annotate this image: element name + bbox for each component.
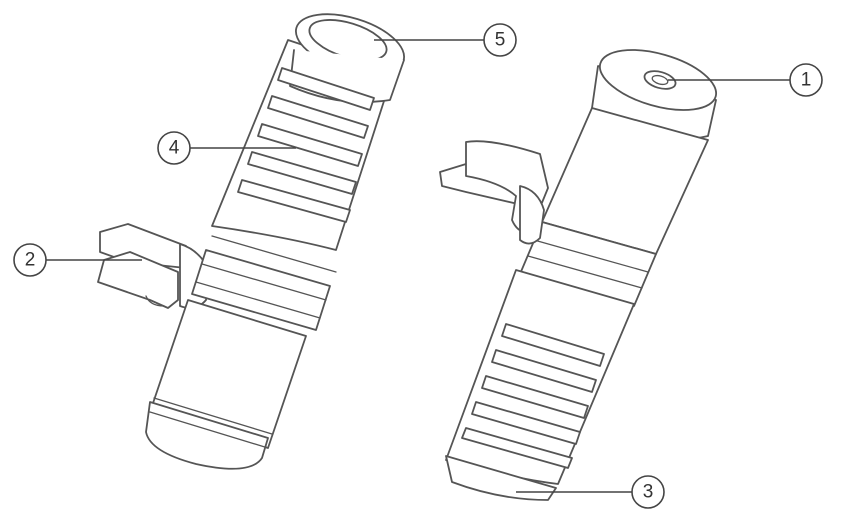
left-collar — [191, 249, 331, 331]
callout-2-label: 2 — [25, 250, 36, 271]
callout-1: 1 — [668, 63, 823, 97]
right-bottom-cap — [445, 455, 557, 501]
left-bottom-cap — [145, 401, 269, 470]
callout-5-label: 5 — [495, 30, 506, 51]
callout-3: 3 — [516, 475, 665, 509]
right-microphone — [439, 49, 718, 501]
left-mount-clip — [97, 223, 211, 309]
left-microphone — [97, 13, 405, 470]
right-grille-slots — [461, 323, 605, 469]
callout-2: 2 — [13, 243, 142, 277]
callout-3-label: 3 — [643, 482, 654, 503]
callout-4: 4 — [157, 131, 296, 165]
callout-4-label: 4 — [169, 138, 180, 159]
callout-1-label: 1 — [801, 70, 812, 91]
right-mount-clip — [439, 140, 549, 245]
callout-5: 5 — [374, 23, 517, 57]
left-grille-slots — [237, 67, 375, 223]
